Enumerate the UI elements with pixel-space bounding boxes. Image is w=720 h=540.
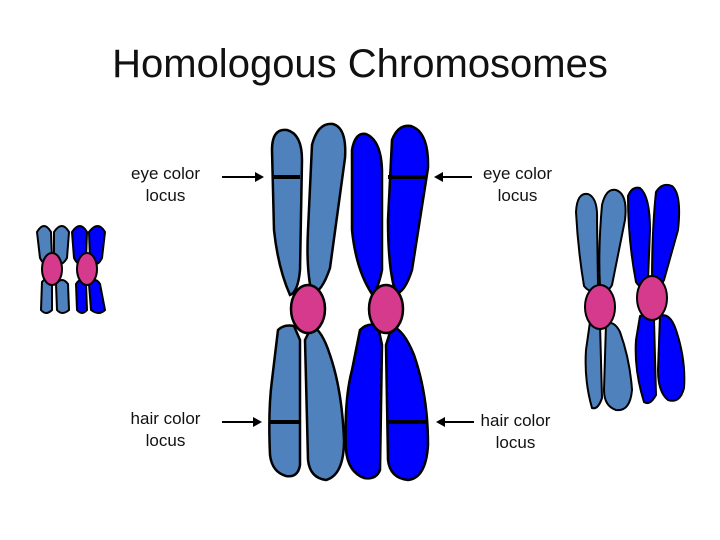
- chromatid: [54, 279, 71, 314]
- chromatid: [303, 324, 346, 482]
- centromere: [636, 275, 668, 321]
- chromatid: [634, 313, 658, 405]
- chromatid: [386, 124, 430, 296]
- arrowhead: [434, 172, 443, 182]
- chromatid: [602, 322, 634, 412]
- label-line: hair color: [480, 411, 551, 430]
- label-line: locus: [145, 431, 186, 450]
- label-line: locus: [497, 186, 538, 205]
- chromatid: [306, 122, 347, 296]
- chromatid: [626, 186, 652, 288]
- small-pair-left: [35, 225, 107, 314]
- centromere: [41, 252, 63, 286]
- arrowhead: [253, 417, 262, 427]
- label-line: locus: [145, 186, 186, 205]
- eye-color-locus-label-right: eye color locus: [470, 163, 565, 207]
- label-line: eye color: [131, 164, 200, 183]
- arrows: [222, 172, 474, 427]
- chromosome-dark-blue: [344, 124, 430, 482]
- centromere: [367, 283, 405, 335]
- chromosome-light-blue: [268, 122, 347, 482]
- arrowhead: [436, 417, 445, 427]
- centromere: [289, 283, 327, 335]
- arrowhead: [255, 172, 264, 182]
- chromatid: [384, 324, 430, 482]
- eye-color-locus-label-left: eye color locus: [118, 163, 213, 207]
- hair-color-locus-label-right: hair color locus: [468, 410, 563, 454]
- chromatid: [584, 319, 604, 410]
- label-line: locus: [495, 433, 536, 452]
- slide-title: Homologous Chromosomes: [112, 42, 608, 86]
- chromatid: [268, 324, 302, 478]
- chromatid: [87, 279, 107, 314]
- chromatid: [270, 128, 304, 297]
- centromere: [76, 252, 98, 286]
- chromatid: [344, 323, 384, 480]
- medium-pair-right: [574, 183, 686, 412]
- chromatid: [598, 188, 627, 292]
- chromatid: [650, 183, 681, 288]
- label-line: eye color: [483, 164, 552, 183]
- label-line: hair color: [130, 409, 201, 428]
- chromatid: [574, 192, 600, 292]
- chromatid: [656, 314, 686, 402]
- centromere: [584, 284, 616, 330]
- chromatid: [350, 132, 384, 296]
- hair-color-locus-label-left: hair color locus: [118, 408, 213, 452]
